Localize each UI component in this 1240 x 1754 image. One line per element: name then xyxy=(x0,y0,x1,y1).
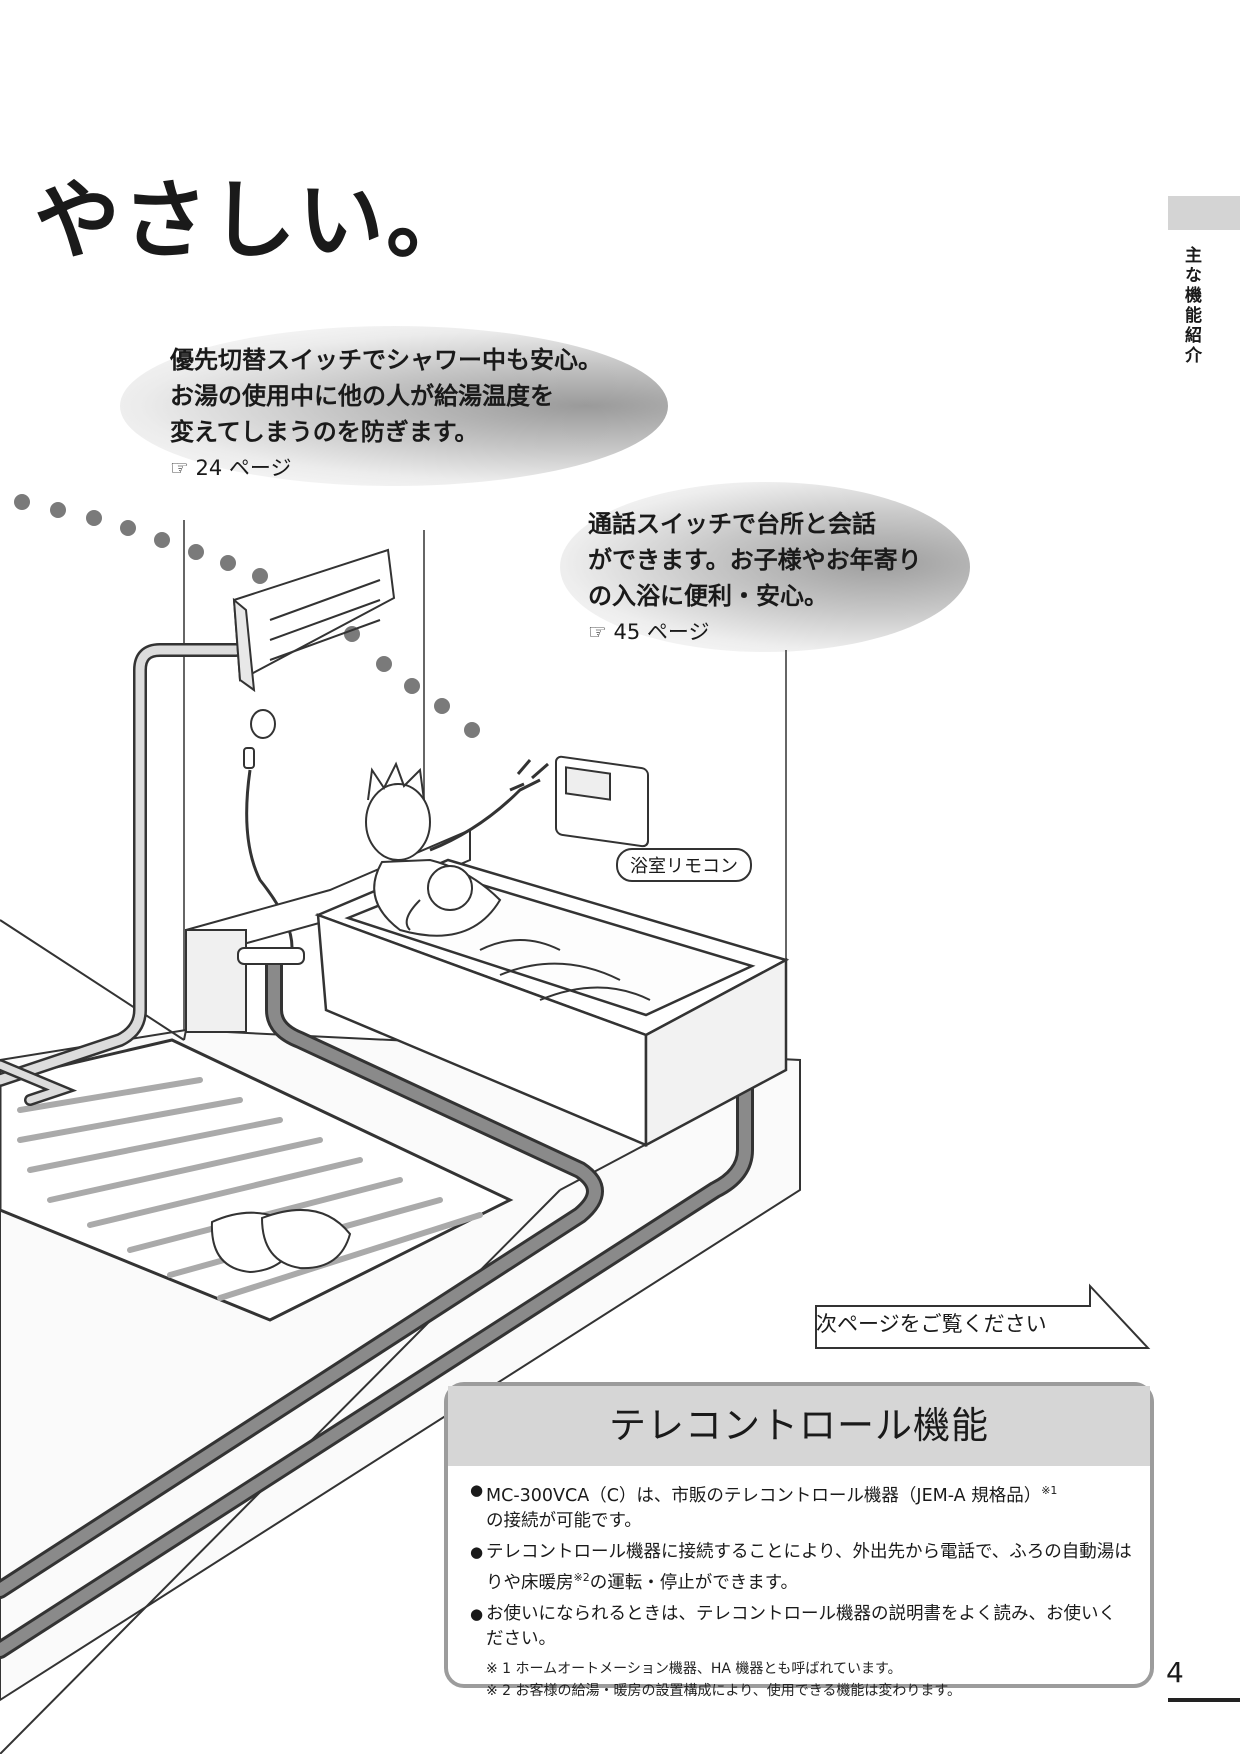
footnote-marker: ※2 xyxy=(573,1570,590,1584)
callout-line: 優先切替スイッチでシャワー中も安心。 xyxy=(170,346,602,374)
bullet-text: お使いになられるときは、テレコントロール機器の説明書をよく読み、お使いください。 xyxy=(486,1603,1116,1649)
bullet-text: テレコントロール機器に接続することにより、外出先から電話で、ふろの自動湯はりや床… xyxy=(486,1541,1132,1593)
bullet-text: MC-300VCA（C）は、市販のテレコントロール機器（JEM-A 規格品） xyxy=(486,1485,1042,1506)
side-tab-label: 主な機能紹介 xyxy=(1181,246,1201,366)
bathroom-remote-label: 浴室リモコン xyxy=(616,848,752,882)
shower xyxy=(243,709,294,961)
page-number: 4 xyxy=(1166,1656,1184,1689)
wall-cabinet xyxy=(232,548,396,693)
info-bullet: MC-300VCA（C）は、市販のテレコントロール機器（JEM-A 規格品）※1… xyxy=(470,1478,1132,1534)
page-number-rule xyxy=(1168,1698,1240,1702)
callout-line: お湯の使用中に他の人が給湯温度を xyxy=(170,382,554,410)
footnote: ※ 1 ホームオートメーション機器、HA 機器とも呼ばれています。 xyxy=(486,1660,902,1677)
callout-line: 通話スイッチで台所と会話 xyxy=(588,510,876,538)
bullet-text: の運転・停止ができます。 xyxy=(589,1572,798,1593)
callout-line: ができます。お子様やお年寄り xyxy=(588,546,922,574)
floor-heating-panel xyxy=(0,1038,514,1322)
callout-bubble-priority xyxy=(120,326,668,486)
callout-line: の入浴に便利・安心。 xyxy=(588,582,828,610)
info-bullet: テレコントロール機器に接続することにより、外出先から電話で、ふろの自動湯はりや床… xyxy=(470,1540,1132,1596)
footnote: ※ 2 お客様の給湯・暖房の設置構成により、使用できる機能は変わります。 xyxy=(486,1682,962,1699)
telecontrol-info-box: テレコントロール機能 MC-300VCA（C）は、市販のテレコントロール機器（J… xyxy=(444,1382,1154,1699)
footnote-marker: ※1 xyxy=(1041,1484,1058,1497)
wall-remote xyxy=(509,755,649,848)
page-reference-link[interactable]: ☞ 24 ページ xyxy=(170,456,292,480)
next-page-notice[interactable]: 次ページをご覧ください xyxy=(816,1312,1047,1336)
next-page-tag xyxy=(815,1283,1151,1349)
info-box-title: テレコントロール機能 xyxy=(448,1386,1150,1466)
callout-priority-switch: 優先切替スイッチでシャワー中も安心。 お湯の使用中に他の人が給湯温度を 変えてし… xyxy=(170,342,602,482)
callout-intercom-switch: 通話スイッチで台所と会話 ができます。お子様やお年寄り の入浴に便利・安心。 ☞… xyxy=(588,506,922,646)
callout-line: 変えてしまうのを防ぎます。 xyxy=(170,418,479,446)
info-bullet: お使いになられるときは、テレコントロール機器の説明書をよく読み、お使いください。 xyxy=(470,1602,1132,1652)
callout-bubble-intercom xyxy=(560,482,970,652)
info-box-body: MC-300VCA（C）は、市販のテレコントロール機器（JEM-A 規格品）※1… xyxy=(448,1466,1150,1702)
page-heading: やさしい。 xyxy=(34,171,474,271)
side-tab-bar xyxy=(1168,196,1240,230)
bullet-text: の接続が可能です。 xyxy=(486,1510,642,1531)
bathers xyxy=(365,761,541,937)
page-reference-link[interactable]: ☞ 45 ページ xyxy=(588,620,710,644)
